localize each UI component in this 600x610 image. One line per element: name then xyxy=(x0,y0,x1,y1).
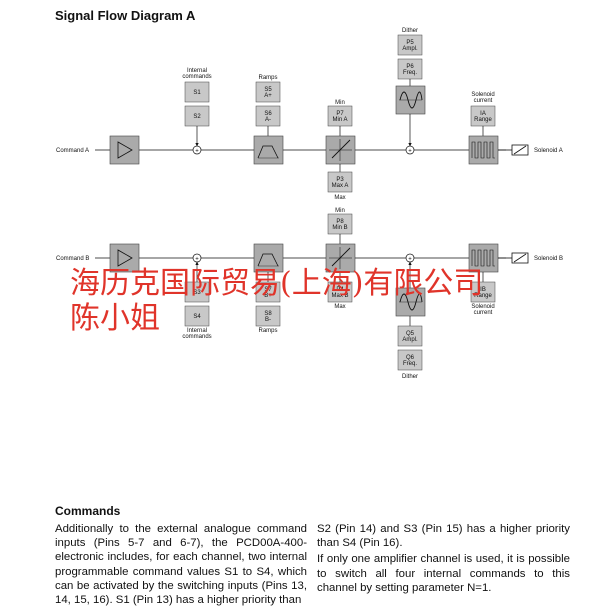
ramp-generator-a xyxy=(253,135,284,165)
svg-text:+: + xyxy=(408,257,412,263)
solenoid-a xyxy=(511,144,529,156)
ramp-generator-b xyxy=(253,243,284,273)
command-a-label: Command A xyxy=(56,148,89,154)
watermark-line1: 海历克国际贸易(上海)有限公司 xyxy=(70,266,483,301)
command-value-s4: S4 xyxy=(184,305,210,327)
input-amplifier-b xyxy=(109,243,140,273)
svg-text:+: + xyxy=(195,149,199,155)
dither-label-a: Dither xyxy=(402,28,418,34)
command-value-s3: S3 xyxy=(184,281,210,303)
characteristic-block-b xyxy=(325,243,356,273)
svg-text:S3: S3 xyxy=(193,290,201,296)
command-value-s2: S2 xyxy=(184,105,210,127)
svg-text:S4: S4 xyxy=(193,314,201,320)
commands-paragraph-1: Additionally to the external analogue co… xyxy=(55,523,307,607)
ramps-label-b: Ramps xyxy=(258,328,277,334)
svg-text:S5A+: S5A+ xyxy=(264,87,272,99)
summing-junction-a1: + xyxy=(192,145,202,155)
commands-paragraph-2: S2 (Pin 14) and S3 (Pin 15) has a higher… xyxy=(317,523,570,550)
summing-junction-b2: + xyxy=(405,253,415,263)
output-stage-b xyxy=(468,243,499,273)
dither-label-b: Dither xyxy=(402,374,418,380)
svg-text:S8B-: S8B- xyxy=(264,311,272,323)
dither-generator-a xyxy=(395,85,426,115)
output-stage-a xyxy=(468,135,499,165)
max-label-b: Max xyxy=(334,304,345,310)
min-label-b: Min xyxy=(335,208,345,214)
watermark: 海历克国际贸易(上海)有限公司 陈小姐 xyxy=(70,266,483,336)
svg-text:+: + xyxy=(408,149,412,155)
svg-text:S6A-: S6A- xyxy=(264,111,272,123)
watermark-line2: 陈小姐 xyxy=(70,301,160,336)
commands-text-col1: Additionally to the external analogue co… xyxy=(55,522,307,609)
svg-text:S2: S2 xyxy=(193,114,201,120)
solenoid-b-label: Solenoid B xyxy=(534,256,563,262)
solenoid-a-label: Solenoid A xyxy=(534,148,563,154)
page-title: Signal Flow Diagram A xyxy=(55,8,196,23)
min-label-a: Min xyxy=(335,100,345,106)
characteristic-block-a xyxy=(325,135,356,165)
ramps-label-a: Ramps xyxy=(258,75,277,81)
input-amplifier-a xyxy=(109,135,140,165)
summing-junction-a2: + xyxy=(405,145,415,155)
svg-text:+: + xyxy=(195,257,199,263)
max-label-a: Max xyxy=(334,195,345,201)
commands-heading: Commands xyxy=(55,504,121,518)
solenoid-b xyxy=(511,252,529,264)
commands-paragraph-3: If only one amplifier channel is used, i… xyxy=(317,553,570,594)
svg-text:S7B+: S7B+ xyxy=(264,287,272,299)
dither-generator-b xyxy=(395,287,426,317)
summing-junction-b1: + xyxy=(192,253,202,263)
commands-text-col2: S2 (Pin 14) and S3 (Pin 15) has a higher… xyxy=(317,522,570,597)
svg-text:S1: S1 xyxy=(193,90,201,96)
command-value-s1: S1 xyxy=(184,81,210,103)
command-b-label: Command B xyxy=(56,256,89,262)
